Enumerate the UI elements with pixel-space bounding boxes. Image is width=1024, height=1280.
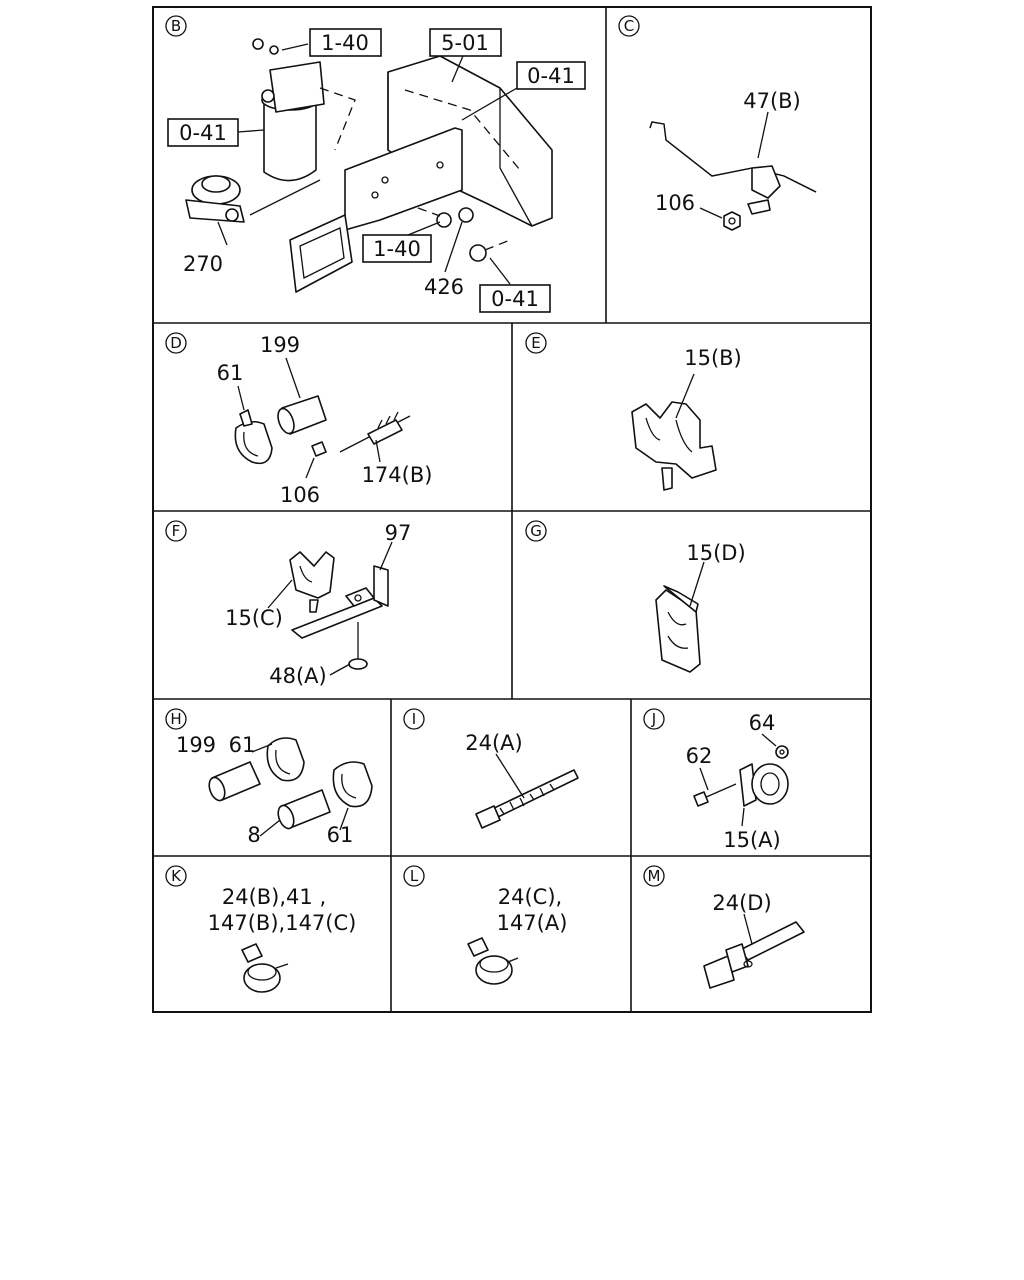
- ref-5-01: 5-01: [441, 31, 489, 55]
- part-106-label-c: 106: [655, 191, 695, 215]
- bolt-62: [693, 783, 737, 807]
- section-j: J 64 62 15(A): [643, 708, 789, 852]
- section-g-letter: G: [530, 522, 542, 540]
- section-i-letter: I: [412, 710, 416, 728]
- section-h: H 61 199 8 61: [165, 708, 373, 847]
- part-62-label: 62: [686, 744, 713, 768]
- section-e-letter: E: [531, 334, 540, 352]
- part-list-k-line2: 147(B),147(C): [208, 911, 357, 935]
- section-d-letter: D: [170, 334, 182, 352]
- part-426-label: 426: [424, 275, 464, 299]
- ref-1-40-top: 1-40: [321, 31, 369, 55]
- section-b: B: [165, 15, 586, 313]
- part-174b-label: 174(B): [362, 463, 433, 487]
- connector-174b: [311, 411, 411, 457]
- section-c-letter: C: [624, 17, 634, 35]
- part-15d-label: 15(D): [686, 541, 745, 565]
- part-64-label: 64: [749, 711, 776, 735]
- filter-bracket: [289, 127, 463, 293]
- ref-0-41-filter: 0-41: [179, 121, 227, 145]
- screw-48a: [348, 622, 368, 670]
- section-b-letter: B: [171, 17, 181, 35]
- part-24a-label: 24(A): [465, 731, 522, 755]
- section-f-marker: [165, 520, 187, 542]
- part-47b-label: 47(B): [743, 89, 801, 113]
- part-8-label: 8: [247, 823, 260, 847]
- priming-pump: [185, 175, 245, 223]
- section-m-letter: M: [648, 867, 661, 885]
- part-199-label-h: 199: [176, 733, 216, 757]
- section-d: D 199 61 106 174(B): [165, 332, 433, 507]
- cable-tie-24d: [703, 921, 805, 989]
- section-e-marker: [525, 332, 547, 354]
- section-h-marker: [165, 708, 187, 730]
- cable-tie-24a: [475, 769, 579, 829]
- part-24d-label: 24(D): [712, 891, 771, 915]
- part-15a-label: 15(A): [723, 828, 780, 852]
- fuel-filter: [252, 38, 356, 182]
- section-g-marker: [525, 520, 547, 542]
- clamp-15d: [655, 585, 701, 673]
- section-c-marker: [618, 15, 640, 37]
- part-199-label-d: 199: [260, 333, 300, 357]
- section-k: K 24(B),41 , 147(B),147(C): [165, 865, 357, 993]
- clamp-15c: [289, 551, 335, 613]
- bracket-97: [291, 565, 389, 639]
- clip-61-h-bottom: [332, 761, 373, 808]
- part-15c-label: 15(C): [225, 606, 283, 630]
- nut-64: [775, 745, 789, 759]
- section-d-marker: [165, 332, 187, 354]
- tube-199-d: [277, 395, 327, 435]
- part-48a-label: 48(A): [269, 664, 326, 688]
- clip-61-d: [234, 409, 273, 465]
- part-list-l-line2: 147(A): [497, 911, 568, 935]
- section-f: F 97 15(C) 48(A): [165, 520, 412, 688]
- section-h-letter: H: [170, 710, 181, 728]
- section-g: G 15(D): [525, 520, 746, 673]
- section-l-letter: L: [410, 867, 419, 885]
- tube-8: [277, 789, 331, 830]
- fuel-pipe: [649, 121, 817, 215]
- part-97-label: 97: [385, 521, 412, 545]
- part-61-label-h-bottom: 61: [327, 823, 354, 847]
- section-c: C 47(B) 106: [618, 15, 817, 231]
- section-e: E 15(B): [525, 332, 742, 491]
- hose-clamp-l: [467, 937, 519, 985]
- mounting-bolts: [417, 207, 511, 262]
- part-270-label: 270: [183, 252, 223, 276]
- ref-0-41-rail: 0-41: [527, 64, 575, 88]
- part-106-label-d: 106: [280, 483, 320, 507]
- clip-61-h-top: [266, 737, 305, 782]
- part-61-label-d: 61: [217, 361, 244, 385]
- section-l-marker: [403, 865, 425, 887]
- section-i: I 24(A): [403, 708, 579, 829]
- part-list-l-line1: 24(C),: [498, 885, 562, 909]
- section-j-letter: J: [651, 710, 656, 728]
- section-i-marker: [403, 708, 425, 730]
- nut-106: [723, 211, 741, 231]
- part-15b-label: 15(B): [684, 346, 742, 370]
- diagram-grid: [152, 6, 872, 1013]
- ref-0-41-bolt: 0-41: [491, 287, 539, 311]
- section-m: M 24(D): [643, 865, 805, 989]
- section-j-marker: [643, 708, 665, 730]
- section-k-marker: [165, 865, 187, 887]
- clamp-15b: [631, 401, 717, 491]
- part-61-label-h-top: 61: [229, 733, 256, 757]
- section-l: L 24(C), 147(A): [403, 865, 568, 985]
- section-f-letter: F: [172, 522, 181, 540]
- section-b-marker: [165, 15, 187, 37]
- part-list-k-line1: 24(B),41 ,: [222, 885, 326, 909]
- section-m-marker: [643, 865, 665, 887]
- clamp-15a: [739, 763, 789, 807]
- tube-199-h: [208, 761, 261, 802]
- hose-clamp-k: [241, 943, 289, 993]
- section-k-letter: K: [171, 867, 182, 885]
- ref-1-40-bolt: 1-40: [373, 237, 421, 261]
